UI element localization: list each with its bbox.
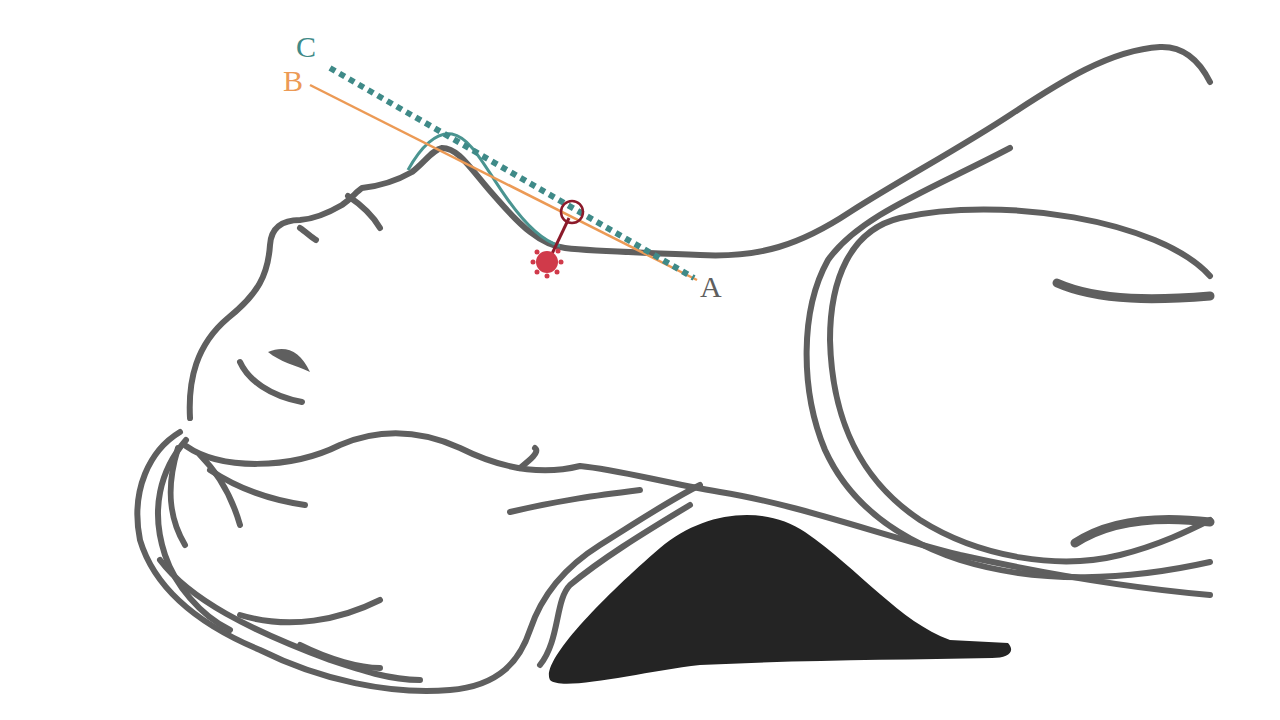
line-label: B bbox=[283, 66, 303, 96]
line-label: C bbox=[296, 32, 316, 62]
line-label: A bbox=[700, 272, 722, 302]
